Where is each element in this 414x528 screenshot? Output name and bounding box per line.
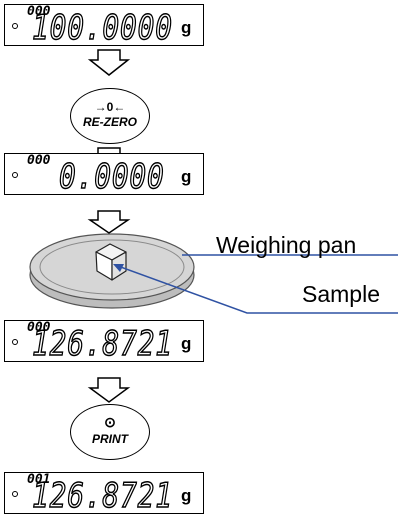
balance-display-4: 001 126.8721 g <box>4 472 204 516</box>
weight-reading: 126.8721 <box>31 324 173 364</box>
weight-reading: 126.8721 <box>31 476 173 516</box>
stable-indicator-icon <box>12 172 18 178</box>
print-circle-icon: ⊙ <box>104 414 116 430</box>
re-zero-arrows-icon: →0← <box>94 100 126 114</box>
rezero-key[interactable]: →0← RE-ZERO <box>70 88 150 144</box>
stable-indicator-icon <box>12 339 18 345</box>
data-counter: 000 <box>27 153 51 168</box>
sample-label: Sample <box>302 281 380 307</box>
balance-display-3: 000 126.8721 g <box>4 320 204 364</box>
weight-unit: g <box>181 486 192 505</box>
arrow-down-4 <box>87 377 131 403</box>
stable-indicator-icon <box>12 491 18 497</box>
data-counter: 000 <box>27 320 51 335</box>
sample-leader <box>117 265 398 314</box>
balance-display-2: 000 0.0000 g <box>4 153 204 197</box>
weighing-pan-label: Weighing pan <box>216 232 357 258</box>
weight-unit: g <box>181 18 192 37</box>
print-key[interactable]: ⊙ PRINT <box>70 404 150 460</box>
arrow-down-1 <box>87 49 131 76</box>
arrow-down-3 <box>87 210 131 234</box>
sample-leader-arrowhead <box>113 264 124 272</box>
weight-unit: g <box>181 167 192 186</box>
balance-display-1: 000 100.0000 g <box>4 4 204 48</box>
weight-reading: 0.0000 <box>58 157 165 197</box>
print-key-label: PRINT <box>92 432 128 446</box>
weight-unit: g <box>181 334 192 353</box>
rezero-key-label: RE-ZERO <box>83 115 137 129</box>
weight-reading: 100.0000 <box>31 8 173 48</box>
data-counter: 001 <box>27 472 51 487</box>
data-counter: 000 <box>27 4 51 19</box>
stable-indicator-icon <box>12 23 18 29</box>
